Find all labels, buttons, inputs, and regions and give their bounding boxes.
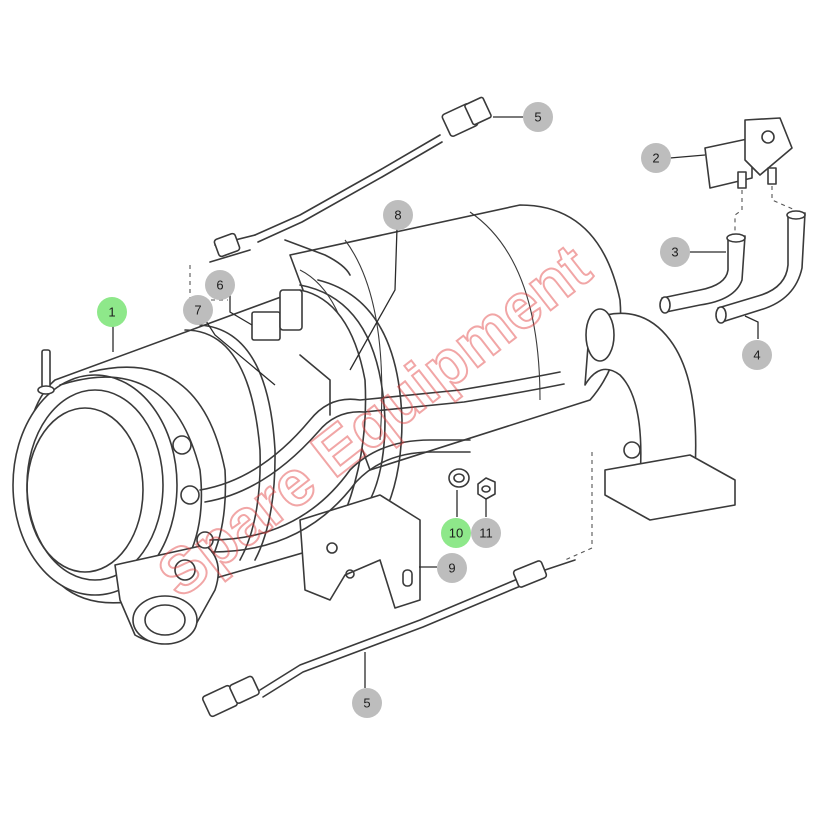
callout-5-upper[interactable]: 5: [523, 102, 553, 132]
callout-5-lower-badge: [352, 688, 382, 718]
callout-3-label: 3: [671, 245, 678, 260]
inlet-end-cap: [12, 374, 178, 596]
hose-4: [715, 210, 806, 324]
rear-cylinder: [289, 204, 622, 471]
callout-9[interactable]: 9: [437, 553, 467, 583]
callout-2-badge: [641, 143, 671, 173]
callout-4-label: 4: [753, 348, 760, 363]
nut-11: [477, 477, 496, 500]
callout-1-label: 1: [108, 305, 115, 320]
callout-6-label: 6: [216, 278, 223, 293]
callout-5-upper-badge: [523, 102, 553, 132]
callout-10-label: 10: [449, 526, 463, 541]
callout-9-badge: [437, 553, 467, 583]
outlet-flange: [604, 454, 736, 521]
callout-2[interactable]: 2: [641, 143, 671, 173]
callout-11[interactable]: 11: [471, 518, 501, 548]
callout-5-lower-label: 5: [363, 696, 370, 711]
callout-10[interactable]: 10: [441, 518, 471, 548]
callout-3-badge: [660, 237, 690, 267]
callout-11-badge: [471, 518, 501, 548]
callout-8[interactable]: 8: [383, 200, 413, 230]
callout-8-label: 8: [394, 208, 401, 223]
callout-11-label: 11: [479, 526, 493, 541]
callout-7[interactable]: 7: [183, 295, 213, 325]
mounting-bracket: [299, 494, 421, 609]
callout-6[interactable]: 6: [205, 270, 235, 300]
sensor-6: [251, 289, 303, 341]
callout-7-label: 7: [194, 303, 201, 318]
callout-10-badge: [441, 518, 471, 548]
callout-3[interactable]: 3: [660, 237, 690, 267]
dpf-assembly: [12, 204, 736, 645]
callout-2-label: 2: [652, 151, 659, 166]
hose-3: [659, 233, 746, 314]
callout-4[interactable]: 4: [742, 340, 772, 370]
pressure-sensor: [704, 117, 796, 240]
leader-lines: [112, 116, 759, 688]
callout-4-badge: [742, 340, 772, 370]
callout-5-upper-label: 5: [534, 110, 541, 125]
callout-6-badge: [205, 270, 235, 300]
temp-sensor-lower: [201, 452, 593, 718]
callout-9-label: 9: [448, 561, 455, 576]
temp-sensor-upper: [189, 96, 492, 301]
callout-5-lower[interactable]: 5: [352, 688, 382, 718]
callout-7-badge: [183, 295, 213, 325]
callout-8-badge: [383, 200, 413, 230]
nut-10: [448, 468, 470, 488]
callout-1-badge: [97, 297, 127, 327]
callout-1[interactable]: 1: [97, 297, 127, 327]
